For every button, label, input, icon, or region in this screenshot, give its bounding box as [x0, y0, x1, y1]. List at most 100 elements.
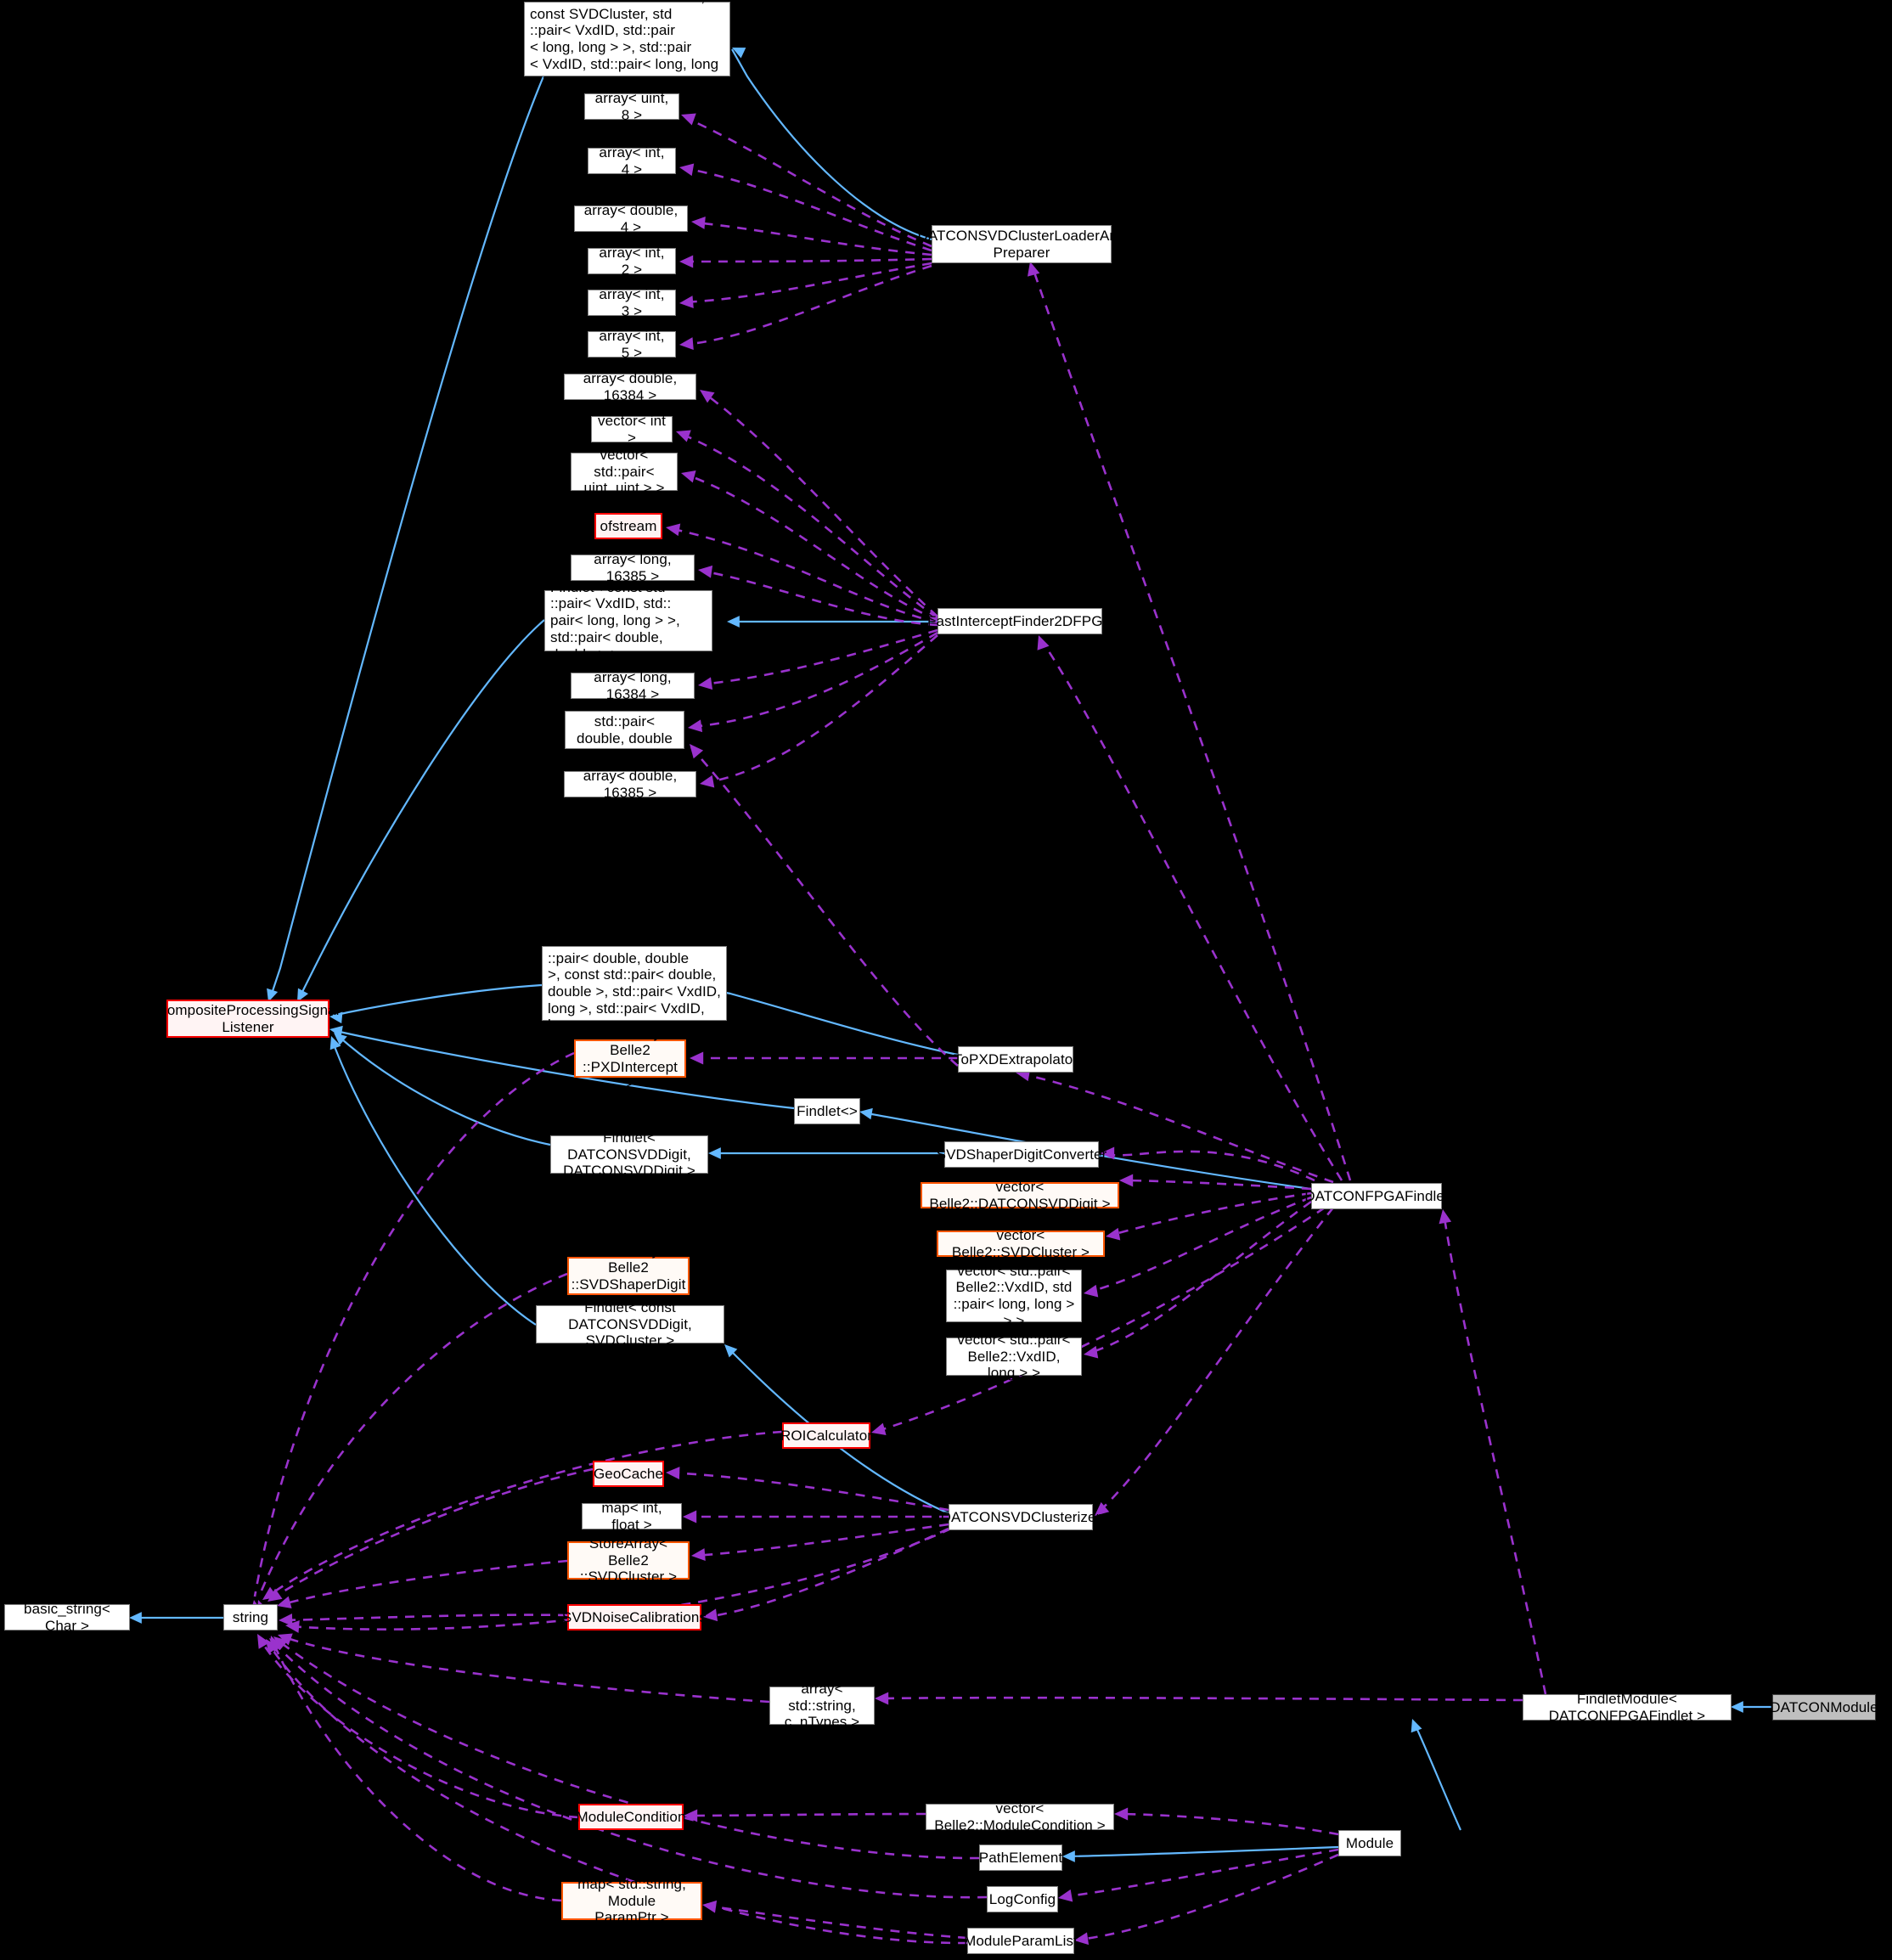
class-node-label: DATCONFPGAFindlet [1304, 1187, 1449, 1204]
edge-arrowhead-inheritance [727, 616, 740, 628]
class-node-storearray-svdcluster[interactable]: StoreArray< Belle2 ::SVDCluster > [567, 1535, 690, 1585]
edge-arrowhead-usage [1058, 1889, 1073, 1902]
class-node-label: vector< int > [598, 412, 666, 446]
class-node-label: array< long, 16384 > [594, 668, 672, 702]
class-node-array-long-16385[interactable]: array< long, 16385 > [571, 551, 695, 584]
class-node-datconmodule[interactable]: DATCONModule [1770, 1694, 1878, 1721]
class-node-array-int-2[interactable]: array< int, 2 > [588, 245, 676, 278]
edge-arrowhead-usage [700, 774, 715, 788]
class-node-fastintercept[interactable]: FastInterceptFinder2DFPGA [927, 608, 1112, 634]
edge-arrowhead-inheritance [708, 1147, 721, 1159]
edge-arrowhead-usage [681, 470, 696, 483]
class-node-array-long-16384[interactable]: array< long, 16384 > [571, 669, 695, 702]
class-node-vector-pair-vxdid-long[interactable]: vector< std::pair< Belle2::VxdID, long >… [946, 1332, 1082, 1381]
class-node-storearray-svdshaperdigit[interactable]: StoreArray< Belle2 ::SVDShaperDigit > [567, 1242, 690, 1309]
class-node-findlet-empty[interactable]: Findlet<> [794, 1098, 860, 1124]
class-node-map-string-moduleparamptr[interactable]: map< std::string, Module ParamPtr > [561, 1876, 702, 1925]
class-node-label: PathElement [978, 1849, 1063, 1866]
edge-usage [877, 1696, 1523, 1702]
class-node-string[interactable]: string [223, 1604, 278, 1631]
class-node-vector-modulecondition[interactable]: vector< Belle2::ModuleCondition > [926, 1800, 1114, 1833]
edge-usage [1103, 1150, 1315, 1182]
edge-arrowhead-usage [690, 744, 704, 759]
edge-usage [269, 1467, 594, 1602]
class-node-array-string-ntypes[interactable]: array< std::string, c_nTypes > [769, 1681, 875, 1730]
class-node-array-double-16384[interactable]: array< double, 16384 > [564, 370, 696, 403]
class-node-findlet-datconsvddigit[interactable]: Findlet< DATCONSVDDigit, DATCONSVDDigit … [550, 1129, 708, 1179]
class-node-modulecondition[interactable]: ModuleCondition [576, 1804, 685, 1830]
class-node-roicalculator[interactable]: ROICalculator [780, 1422, 872, 1449]
class-node-label: array< uint, 8 > [594, 89, 669, 123]
class-node-array-double-16385[interactable]: array< double, 16385 > [564, 768, 696, 801]
edge-arrowhead-inheritance [1062, 1850, 1075, 1862]
class-node-findlet-svdcluster[interactable]: Findlet< const SVDCluster, const SVDClus… [524, 0, 730, 88]
edge-arrowhead-usage [273, 1636, 289, 1651]
class-node-map-int-float[interactable]: map< int, float > [582, 1500, 682, 1533]
class-node-label: Findlet<> [797, 1102, 858, 1119]
edge-arrowhead-usage [679, 255, 694, 268]
class-node-vector-pair-double[interactable]: vector< std::pair< double, double > > [565, 696, 684, 763]
class-node-moduleparamlist[interactable]: ModuleParamList [964, 1928, 1078, 1954]
edge-arrowhead-usage [698, 565, 713, 578]
class-node-geocache[interactable]: GeoCache [593, 1461, 664, 1487]
class-node-findlet-pair-vxdid[interactable]: Findlet< const std ::pair< VxdID, std:: … [544, 579, 712, 662]
edge-arrowhead-usage [698, 677, 713, 690]
edge-inheritance [298, 619, 545, 1000]
edge-inheritance [335, 1034, 551, 1146]
class-node-findletmodule[interactable]: FindletModule< DATCONFPGAFindlet > [1523, 1690, 1732, 1724]
edge-arrowhead-usage [1439, 1209, 1452, 1225]
class-node-storearray-pxdintercept[interactable]: StoreArray< Belle2 ::PXDIntercept > [574, 1025, 686, 1091]
class-node-findlet-pair-double[interactable]: Findlet< const std ::pair< double, doubl… [542, 933, 727, 1033]
class-node-basic-string[interactable]: basic_string< Char > [4, 1601, 130, 1634]
edge-usage [1122, 1179, 1312, 1191]
class-node-label: FindletModule< DATCONFPGAFindlet > [1548, 1690, 1706, 1724]
edge-usage [686, 1812, 926, 1817]
class-node-array-int-5[interactable]: array< int, 5 > [588, 327, 676, 361]
class-node-datconfpgafindlet[interactable]: DATCONFPGAFindlet [1304, 1183, 1449, 1209]
edge-arrowhead-usage [688, 719, 703, 733]
class-node-vector-int[interactable]: vector< int > [591, 413, 673, 446]
class-node-logconfig[interactable]: LogConfig [987, 1886, 1058, 1912]
class-node-composite-listener[interactable]: CompositeProcessingSignal Listener [156, 1000, 339, 1038]
class-node-datconsvdclusterizer[interactable]: DATCONSVDClusterizer [941, 1504, 1101, 1530]
edge-arrowhead-usage [679, 296, 694, 308]
edge-arrowhead-inheritance [1411, 1719, 1422, 1733]
class-node-vector-pair-vxdid-longlong[interactable]: vector< std::pair< Belle2::VxdID, std ::… [946, 1263, 1082, 1329]
edge-usage [701, 628, 938, 686]
edge-arrowhead-usage [1084, 1345, 1099, 1359]
edge-usage [1077, 1853, 1339, 1941]
edge-usage [682, 262, 932, 304]
class-node-findlet-const-datconsvddigit[interactable]: Findlet< const DATCONSVDDigit, SVDCluste… [536, 1299, 724, 1349]
edge-usage [257, 1636, 579, 1819]
class-node-array-int-3[interactable]: array< int, 3 > [588, 286, 676, 319]
edge-arrowhead-inheritance [129, 1612, 142, 1624]
class-node-array-double-4[interactable]: array< double, 4 > [574, 202, 688, 235]
edge-usage [694, 1523, 949, 1557]
edge-usage [1108, 1191, 1312, 1237]
class-node-array-uint-8[interactable]: array< uint, 8 > [584, 89, 679, 123]
class-node-svdnoisecalibrations[interactable]: SVDNoiseCalibrations [562, 1604, 707, 1631]
class-node-label: vector< std::pair< double, double > > [577, 696, 673, 763]
edge-arrowhead-usage [702, 1900, 718, 1913]
edge-usage [257, 1272, 568, 1597]
edge-arrowhead-usage [266, 1639, 279, 1654]
class-node-svdshaperdigitconverter[interactable]: SVDShaperDigitConverter [937, 1141, 1106, 1168]
class-node-topxdextrapolator[interactable]: ToPXDExtrapolator [954, 1046, 1078, 1073]
class-node-vector-svdcluster[interactable]: vector< Belle2::SVDCluster > [937, 1227, 1105, 1260]
class-node-ofstream[interactable]: ofstream [594, 513, 662, 539]
edge-usage [1039, 638, 1343, 1181]
class-node-array-int-4[interactable]: array< int, 4 > [588, 144, 676, 177]
class-node-label: map< std::string, Module ParamPtr > [577, 1875, 686, 1926]
class-node-pathelement[interactable]: PathElement [979, 1845, 1062, 1871]
edge-inheritance [332, 983, 543, 1017]
edge-arrowhead-usage [681, 113, 696, 126]
class-node-datcon-svdcluster-loader[interactable]: DATCONSVDClusterLoaderAnd Preparer [918, 225, 1125, 263]
class-node-vector-datconsvddigit[interactable]: vector< Belle2::DATCONSVDDigit > [921, 1179, 1119, 1212]
class-node-label: array< int, 2 > [599, 244, 665, 278]
class-node-module[interactable]: Module [1338, 1830, 1401, 1856]
edge-arrowhead-usage [679, 337, 694, 350]
class-node-label: array< int, 5 > [599, 327, 665, 361]
class-node-label: vector< Belle2::ModuleCondition > [934, 1799, 1106, 1833]
class-node-vector-pair-uint[interactable]: vector< std::pair< uint, uint > > [571, 447, 678, 496]
